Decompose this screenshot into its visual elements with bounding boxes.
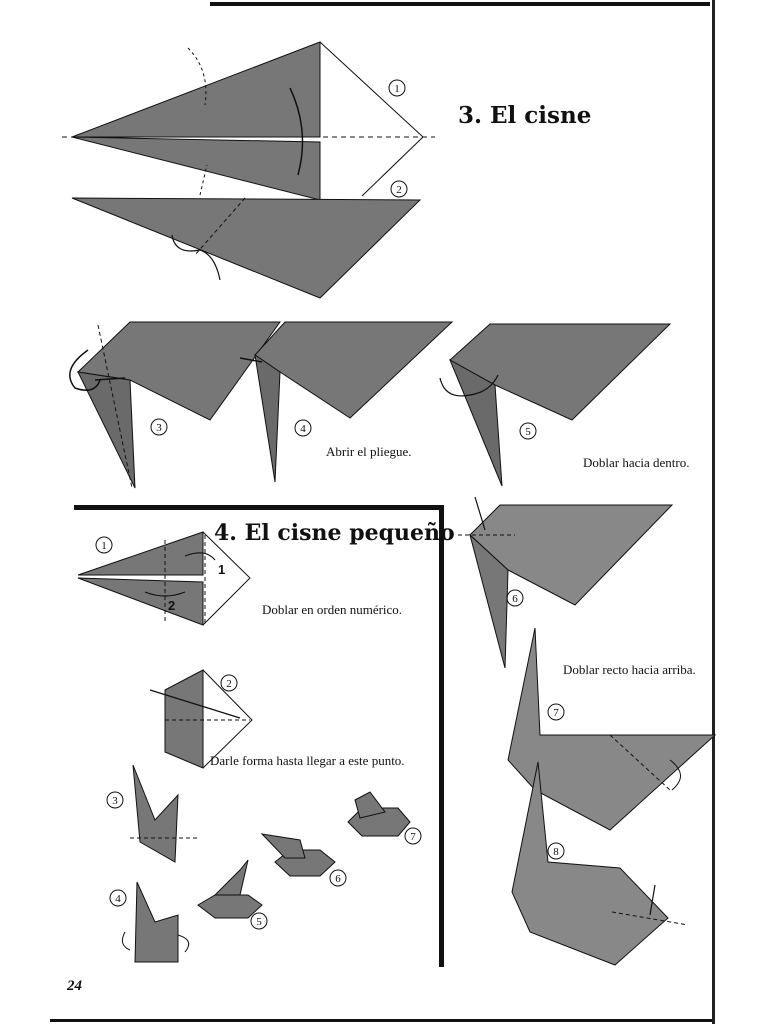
small-swan-section-frame xyxy=(74,505,444,967)
right-edge xyxy=(712,0,715,1024)
step-number: 1 xyxy=(394,83,400,95)
step-circle xyxy=(220,674,238,692)
caption-open-pleat: Abrir el pliegue. xyxy=(326,444,412,459)
caption-fold-straight-up: Doblar recto hacia arriba. xyxy=(563,662,696,677)
bottom-rule xyxy=(50,1019,712,1022)
step-circle xyxy=(95,536,113,554)
step-number: 2 xyxy=(396,184,402,196)
step-circle xyxy=(388,79,406,97)
step-number: 7 xyxy=(553,707,559,719)
step-circle xyxy=(506,589,524,607)
swan-step-5-diagram xyxy=(439,323,672,487)
page-number: 24 xyxy=(67,978,82,994)
step-circle xyxy=(390,180,408,198)
step-number: 4 xyxy=(115,893,121,905)
step-number: 7 xyxy=(410,831,416,843)
step-number: 5 xyxy=(525,426,531,438)
step-circle xyxy=(329,869,347,887)
step-number: 8 xyxy=(553,846,559,858)
step-number: 3 xyxy=(112,795,118,807)
top-rule xyxy=(210,2,710,6)
step-number: 5 xyxy=(256,916,262,928)
step-circle xyxy=(547,842,565,860)
caption-numeric-order: Doblar en orden numérico. xyxy=(262,602,403,617)
step-circle xyxy=(109,889,127,907)
step-circle xyxy=(547,703,565,721)
step-number: 2 xyxy=(226,678,232,690)
small-swan-step-1-diagram xyxy=(77,531,251,626)
small-swan-step-6-diagram xyxy=(260,833,336,877)
swan-step-3-diagram xyxy=(69,321,281,489)
step-number: 3 xyxy=(156,422,162,434)
small-swan-step-7-diagram xyxy=(347,791,411,837)
step-circle xyxy=(519,422,537,440)
step-number: 6 xyxy=(335,873,341,885)
step-circle xyxy=(250,912,268,930)
step-number: 1 xyxy=(101,540,107,552)
swan-step-1-diagram xyxy=(62,41,435,201)
section-title-small-swan: 4. El cisne pequeño xyxy=(214,520,455,546)
fold-order-mark: 2 xyxy=(168,598,175,613)
swan-step-2-diagram xyxy=(71,197,422,299)
swan-step-8-diagram xyxy=(511,761,689,966)
small-swan-step-5-diagram xyxy=(197,859,263,919)
step-number: 4 xyxy=(300,423,306,435)
step-circle xyxy=(106,791,124,809)
small-swan-step-2-diagram xyxy=(149,669,253,769)
swan-step-6-diagram xyxy=(458,496,674,669)
step-circle xyxy=(404,827,422,845)
step-circle xyxy=(150,418,168,436)
caption-shape-to-point: Darle forma hasta llegar a este punto. xyxy=(210,753,405,768)
small-swan-step-4-diagram xyxy=(121,881,190,963)
caption-fold-inside: Doblar hacia dentro. xyxy=(583,455,690,470)
section-title-swan: 3. El cisne xyxy=(458,102,592,129)
step-circle xyxy=(294,419,312,437)
step-number: 6 xyxy=(512,593,518,605)
small-swan-step-3-diagram xyxy=(130,764,198,863)
swan-step-4-diagram xyxy=(239,321,454,483)
fold-order-mark: 1 xyxy=(218,562,225,577)
